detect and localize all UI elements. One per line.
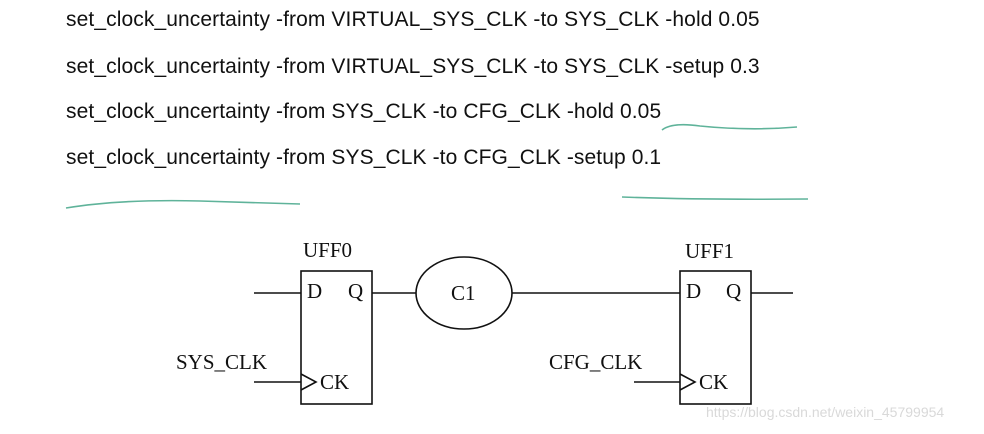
watermark-text: https://blog.csdn.net/weixin_45799954 — [706, 404, 945, 420]
uff0-label: UFF0 — [303, 238, 352, 262]
uff0-box — [300, 270, 373, 405]
uff1-clock-triangle-icon — [679, 373, 697, 391]
uff0-ck-pin: CK — [320, 370, 349, 394]
uff0-clock-triangle-icon — [300, 373, 318, 391]
uff1-ck-pin: CK — [699, 370, 728, 394]
annotation-underline-clock — [621, 196, 809, 201]
command-line-1: set_clock_uncertainty -from VIRTUAL_SYS_… — [66, 8, 760, 31]
uff0-d-pin: D — [307, 279, 322, 303]
uff0-q-pin: Q — [348, 279, 363, 303]
sys-clk-label: SYS_CLK — [176, 350, 267, 374]
c1-label: C1 — [451, 281, 476, 305]
command-line-3: set_clock_uncertainty -from SYS_CLK -to … — [66, 100, 662, 123]
command-line-4: set_clock_uncertainty -from SYS_CLK -to … — [66, 146, 662, 169]
uff1-d-pin: D — [686, 279, 701, 303]
command-line-2: set_clock_uncertainty -from VIRTUAL_SYS_… — [66, 55, 760, 78]
annotation-underline-command — [65, 199, 301, 209]
annotation-underline-hold — [661, 123, 798, 131]
cfg-clk-label: CFG_CLK — [549, 350, 642, 374]
uff1-q-pin: Q — [726, 279, 741, 303]
uff1-box — [679, 270, 752, 405]
uff1-label: UFF1 — [685, 239, 734, 263]
